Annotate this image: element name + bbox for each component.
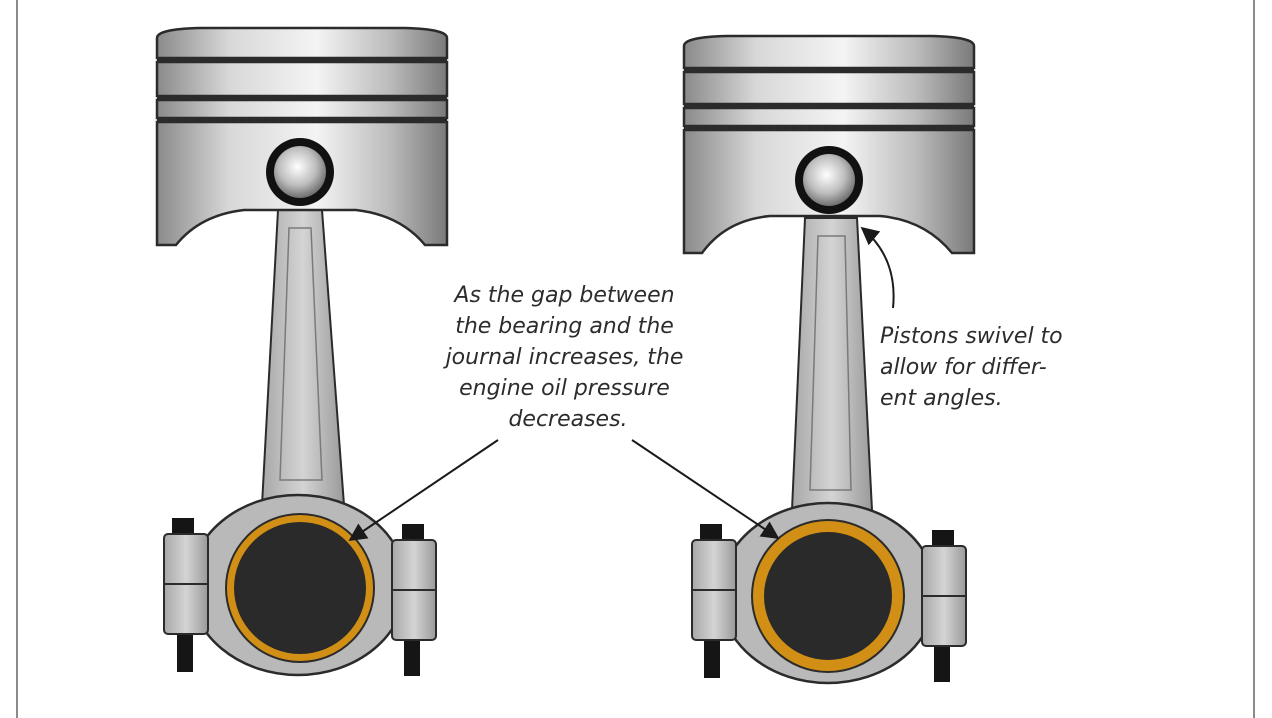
callout-bearing-gap-line-5: decreases. (508, 407, 627, 432)
callout-bearing-gap-line-1: As the gap between (452, 283, 674, 308)
arrow-left-bearing (348, 439, 499, 542)
journal-icon (234, 522, 366, 654)
callout-bearing-gap: As the gap between the bearing and the j… (443, 283, 691, 432)
callout-piston-swivel: Pistons swivel to allow for differ- ent … (880, 324, 1070, 411)
bearing-cap-left (163, 518, 437, 676)
callout-bearing-gap-line-2: the bearing and the (455, 314, 674, 339)
callout-piston-swivel-line-3: ent angles. (880, 386, 1003, 411)
bearing-cap-right (691, 524, 967, 682)
callout-bearing-gap-line-3: journal increases, the (443, 345, 684, 370)
callout-piston-swivel-line-2: allow for differ- (880, 355, 1047, 380)
callout-piston-swivel-line-1: Pistons swivel to (880, 324, 1063, 349)
journal-icon (764, 532, 892, 660)
arrow-right-bearing (631, 439, 780, 540)
arrow-piston-swivel (860, 226, 895, 309)
callout-bearing-gap-line-4: engine oil pressure (459, 376, 670, 401)
